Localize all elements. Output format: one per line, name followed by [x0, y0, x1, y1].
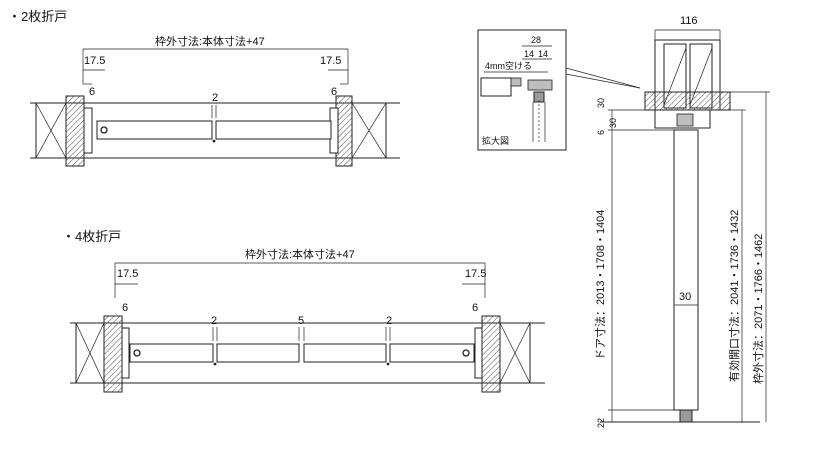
four-panel-gap-b: 2: [386, 315, 392, 327]
hinge-dot-icon: [386, 362, 390, 366]
bottom-roller: [679, 409, 693, 423]
four-panel-right-gap: 6: [472, 302, 478, 314]
four-panel-door-2: [216, 343, 300, 363]
four-panel-gap-center: 5: [298, 315, 304, 327]
two-panel-title: ・2枚折戸: [8, 9, 67, 24]
hinge-dot-icon: [213, 362, 217, 366]
right-jamb: [474, 315, 531, 393]
section-panel-width: 30: [679, 291, 691, 303]
four-panel-left-offset: 17.5: [117, 268, 138, 280]
head-trim: [644, 91, 731, 111]
four-panel-title: ・4枚折戸: [62, 229, 121, 244]
section-dim-30-top: 30: [596, 98, 606, 108]
frame-dimensions-label: 枠外寸法：2071・1766・1462: [751, 234, 765, 384]
two-panel-door-right: [215, 120, 332, 140]
left-jamb: [75, 315, 130, 393]
two-panel-center-gap: 2: [212, 92, 218, 104]
opening-dimensions-label: 有効開口寸法：2041・1736・1432: [727, 210, 741, 382]
detail-rail: [510, 77, 522, 87]
four-panel-door-4: [389, 343, 475, 363]
two-panel-left-gap: 6: [89, 86, 95, 98]
detail-dim-14a: 14: [524, 49, 534, 59]
pivot-icon: [100, 126, 108, 134]
right-jamb: [329, 95, 387, 167]
four-panel-outer-dim-label: 枠外寸法:本体寸法+47: [245, 247, 355, 261]
left-jamb: [35, 95, 93, 167]
hinge-dot-icon: [212, 139, 216, 143]
four-panel-right-offset: 17.5: [465, 268, 486, 280]
four-panel-plan: ・4枚折戸 枠外寸法:本体寸法+47 17.5 17.5 6 6 2 5 2: [62, 229, 545, 393]
detail-leader: [565, 73, 641, 89]
two-panel-plan: ・2枚折戸 枠外寸法:本体寸法+47 17.5 17.5 6 6 2: [8, 9, 400, 167]
enlarged-detail: 28 14 14 4mm空ける 拡大図: [477, 29, 641, 151]
section-dim-30-left: 30: [608, 118, 618, 128]
two-panel-left-offset: 17.5: [84, 55, 105, 67]
section-dim-6: 6: [596, 130, 606, 135]
detail-caption: 拡大図: [482, 135, 509, 146]
four-panel-door-1: [129, 343, 214, 363]
detail-leader: [565, 67, 641, 89]
pivot-icon: [462, 349, 470, 357]
two-panel-right-gap: 6: [331, 86, 337, 98]
detail-note: 4mm空ける: [485, 60, 532, 71]
section-dim-22: 22: [596, 418, 606, 428]
four-panel-door-3: [303, 343, 387, 363]
two-panel-door-left: [96, 120, 213, 140]
head-guide: [676, 113, 694, 127]
door-dimensions-label: ドア寸法：2013・1708・1404: [593, 210, 607, 360]
four-panel-left-gap: 6: [122, 302, 128, 314]
vertical-section: 116 30 30 6 30 22 ドア寸法：2013・1708・1404 有効…: [593, 15, 770, 428]
section-top-width: 116: [680, 15, 698, 27]
detail-rail: [527, 79, 553, 91]
detail-dim-28: 28: [531, 35, 541, 45]
detail-dim-14b: 14: [538, 49, 548, 59]
detail-wall: [480, 77, 512, 97]
pivot-icon: [133, 349, 141, 357]
section-door-panel: [673, 129, 699, 411]
two-panel-right-offset: 17.5: [320, 55, 341, 67]
four-panel-gap-a: 2: [211, 315, 217, 327]
two-panel-outer-dim-label: 枠外寸法:本体寸法+47: [155, 34, 265, 48]
